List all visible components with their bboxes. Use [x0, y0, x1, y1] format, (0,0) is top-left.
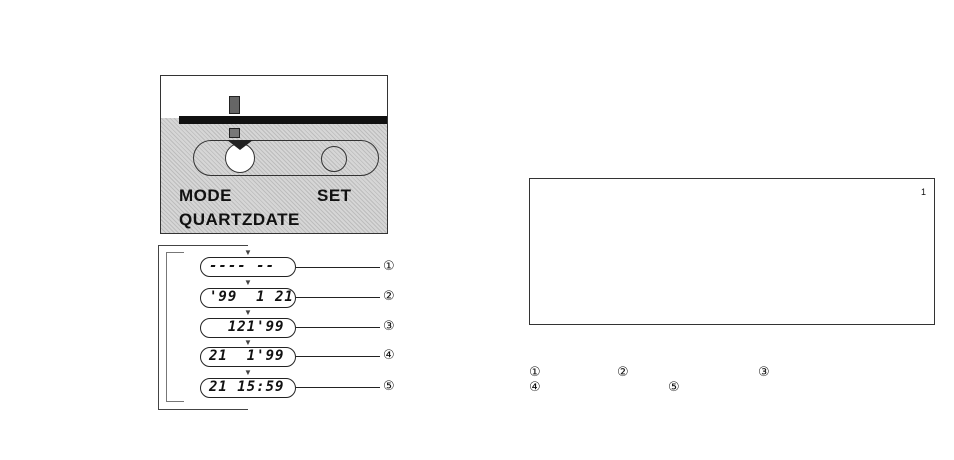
sequence-loop-inner-line	[166, 252, 184, 402]
mode-label: MODE	[179, 186, 232, 205]
legend-marker-2: ②	[617, 365, 629, 380]
date-display-2: '99 1 21	[200, 288, 296, 308]
down-arrow-icon: ▼	[244, 368, 252, 377]
indicator-mark-small-icon	[229, 128, 240, 138]
leader-line	[296, 297, 380, 298]
down-arrow-icon: ▼	[244, 248, 252, 257]
date-display-5: 21 15:59	[200, 378, 296, 398]
legend-marker-4: ④	[529, 380, 541, 395]
text-frame: 1	[529, 178, 935, 325]
step-marker-3: ③	[383, 319, 395, 334]
sequence-loop-bottom	[186, 409, 248, 410]
leader-line	[296, 387, 380, 388]
frame-number: 1	[920, 187, 926, 197]
set-button[interactable]	[321, 146, 347, 172]
indicator-mark-icon	[229, 96, 240, 114]
leader-line	[296, 356, 380, 357]
legend-marker-3: ③	[758, 365, 770, 380]
leader-line	[296, 327, 380, 328]
leader-line	[296, 267, 380, 268]
date-display-4: 21 1'99	[200, 347, 296, 367]
date-display-3: 121'99	[200, 318, 296, 338]
step-marker-2: ②	[383, 289, 395, 304]
down-arrow-icon: ▼	[244, 338, 252, 347]
date-display-1: ---- --	[200, 257, 296, 277]
down-arrow-icon: ▼	[244, 278, 252, 287]
sequence-loop-top	[186, 245, 248, 246]
camera-back-panel: MODE SET QUARTZDATE	[160, 75, 388, 234]
sequence-loop-line	[158, 245, 186, 410]
step-marker-1: ①	[383, 259, 395, 274]
legend-marker-5: ⑤	[668, 380, 680, 395]
button-track	[193, 140, 379, 176]
quartzdate-label: QUARTZDATE	[179, 210, 300, 229]
down-arrow-icon: ▼	[244, 308, 252, 317]
legend-marker-1: ①	[529, 365, 541, 380]
set-label: SET	[317, 186, 352, 205]
pointer-arrow-icon	[227, 140, 253, 150]
step-marker-4: ④	[383, 348, 395, 363]
step-marker-5: ⑤	[383, 379, 395, 394]
panel-divider-bar	[179, 116, 387, 124]
